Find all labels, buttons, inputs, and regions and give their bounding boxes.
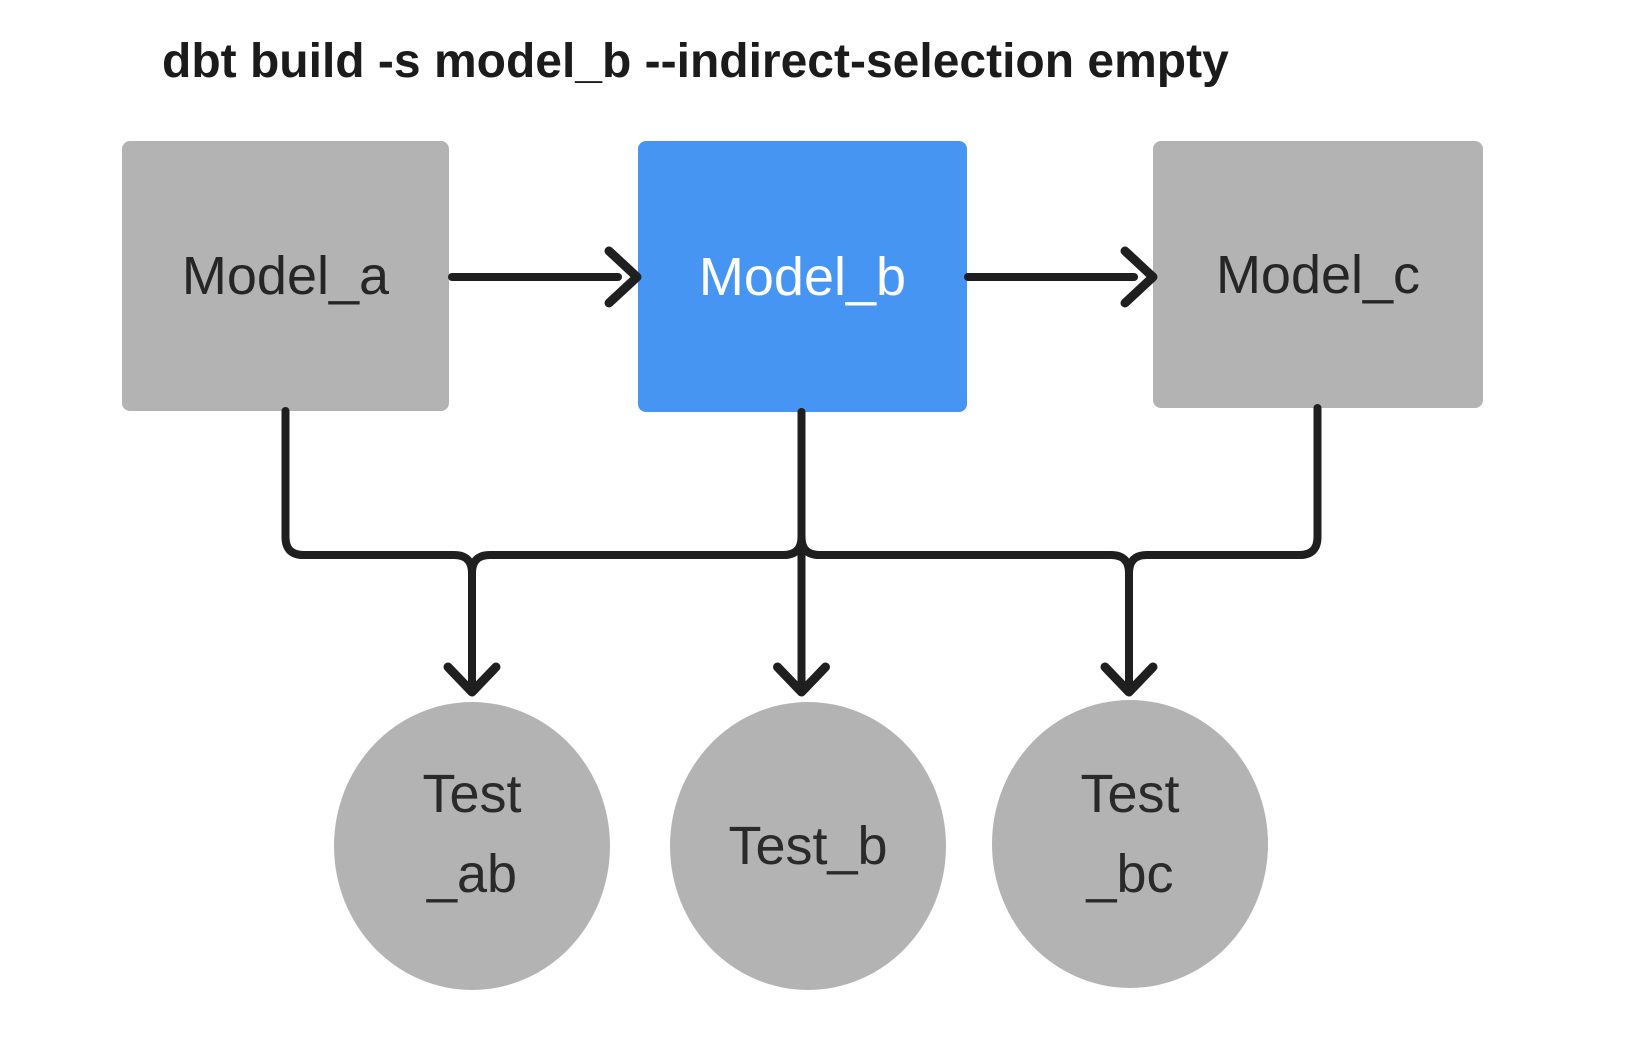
arrowhead-test-bc-icon — [1100, 662, 1158, 697]
arrowhead-model-b-icon — [604, 246, 642, 308]
node-test-ab — [334, 702, 610, 990]
node-test-bc — [992, 700, 1268, 988]
edge-model-c-to-test-bc — [1125, 404, 1322, 691]
edge-model-a-to-test-ab — [281, 407, 476, 691]
arrowhead-test-b-icon — [773, 662, 830, 697]
arrowhead-test-ab-icon — [443, 662, 501, 697]
node-model-b-selected — [638, 141, 967, 412]
node-model-a — [122, 141, 449, 411]
arrowhead-model-c-icon — [1120, 246, 1158, 308]
edge-model-b-to-test-bc — [797, 533, 1133, 691]
edge-model-b-to-test-ab — [468, 533, 806, 691]
diagram-title: dbt build -s model_b --indirect-selectio… — [162, 35, 1229, 88]
node-test-b — [670, 702, 946, 990]
node-model-c — [1153, 141, 1483, 408]
